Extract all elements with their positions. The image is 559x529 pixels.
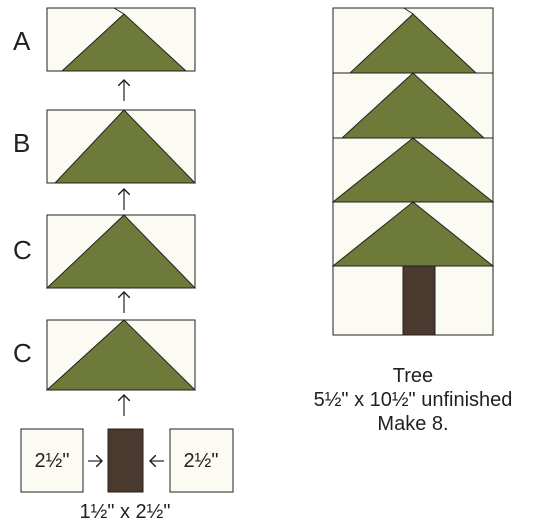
block-a xyxy=(46,7,196,72)
tree-title: Tree xyxy=(392,365,434,387)
block-c-2 xyxy=(45,319,197,391)
trunk-size-label: 1½" x 2½" xyxy=(79,501,171,523)
tree-size: 5½" x 10½" unfinished xyxy=(313,389,513,411)
tree-triangle xyxy=(45,319,197,391)
trunk-assembly: 2½" 2½" xyxy=(20,428,234,493)
tree-trunk xyxy=(402,265,436,336)
right-square xyxy=(169,428,234,493)
right-square-label: 2½" xyxy=(184,450,219,472)
left-square-label: 2½" xyxy=(35,450,70,472)
label-b: B xyxy=(13,128,31,158)
label-a: A xyxy=(13,26,31,56)
left-square xyxy=(20,428,84,493)
finished-tree xyxy=(331,7,495,336)
block-c-1 xyxy=(45,214,197,289)
tree-quantity: Make 8. xyxy=(377,413,449,435)
label-c-1: C xyxy=(13,235,32,265)
block-b xyxy=(46,109,197,184)
label-c-2: C xyxy=(13,338,32,368)
tree-triangle xyxy=(53,109,197,184)
tree-triangle xyxy=(45,214,197,289)
tree-triangle xyxy=(60,13,188,72)
trunk-piece xyxy=(107,428,144,493)
